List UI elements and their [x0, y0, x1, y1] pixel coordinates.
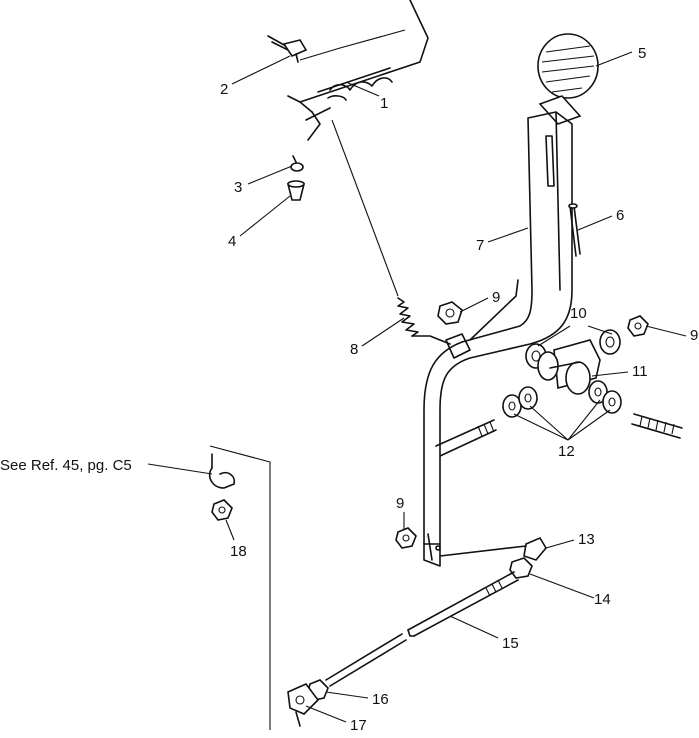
part-14-nut	[509, 557, 533, 579]
callout-4: 4	[228, 233, 236, 250]
callout-9-lower: 9	[396, 495, 404, 512]
callout-16: 16	[372, 691, 389, 708]
upper-frame-panel	[287, 0, 429, 141]
reference-note: See Ref. 45, pg. C5	[0, 457, 132, 474]
part-4-bumper	[286, 180, 306, 201]
callout-13: 13	[578, 531, 595, 548]
part-9-nut-right	[627, 315, 649, 337]
part-2-switch	[267, 35, 308, 63]
callout-3: 3	[234, 179, 242, 196]
reference-outline	[209, 445, 271, 730]
callout-18: 18	[230, 543, 247, 560]
callout-7: 7	[476, 237, 484, 254]
callout-11: 11	[632, 363, 648, 380]
part-10-washers	[525, 329, 621, 369]
callout-2: 2	[220, 81, 228, 98]
spring-hook-line	[331, 119, 399, 297]
part-5-pedal-pad	[537, 33, 599, 125]
pivot-shaft	[435, 419, 497, 457]
callout-9-upper: 9	[492, 289, 500, 306]
part-18-nut	[211, 499, 233, 521]
part-9-nut-lower	[395, 527, 417, 549]
callout-12: 12	[558, 443, 575, 460]
callout-9-right: 9	[690, 327, 698, 344]
part-11-bushing	[537, 339, 601, 395]
part-17-rod-end	[287, 683, 320, 727]
part-15-rod-lower	[325, 633, 407, 687]
part-12-washers	[502, 380, 622, 418]
callout-1: 1	[380, 95, 388, 112]
callout-10: 10	[570, 305, 587, 322]
part-9-nut-upper	[437, 301, 463, 325]
callout-5: 5	[638, 45, 646, 62]
part-13-clevis	[439, 536, 547, 561]
callout-8: 8	[350, 341, 358, 358]
callout-17: 17	[350, 717, 367, 733]
part-3-nut	[290, 155, 304, 172]
part-6-pin	[568, 203, 581, 257]
part-15-brake-rod	[407, 571, 519, 637]
right-bolt	[631, 413, 683, 439]
part-7-brake-lever	[423, 111, 573, 567]
part-8-spring	[397, 297, 451, 345]
leader-lines	[147, 51, 687, 723]
callout-6: 6	[616, 207, 624, 224]
callout-14: 14	[594, 591, 611, 608]
callout-15: 15	[502, 635, 519, 652]
cable-bracket	[208, 453, 236, 489]
